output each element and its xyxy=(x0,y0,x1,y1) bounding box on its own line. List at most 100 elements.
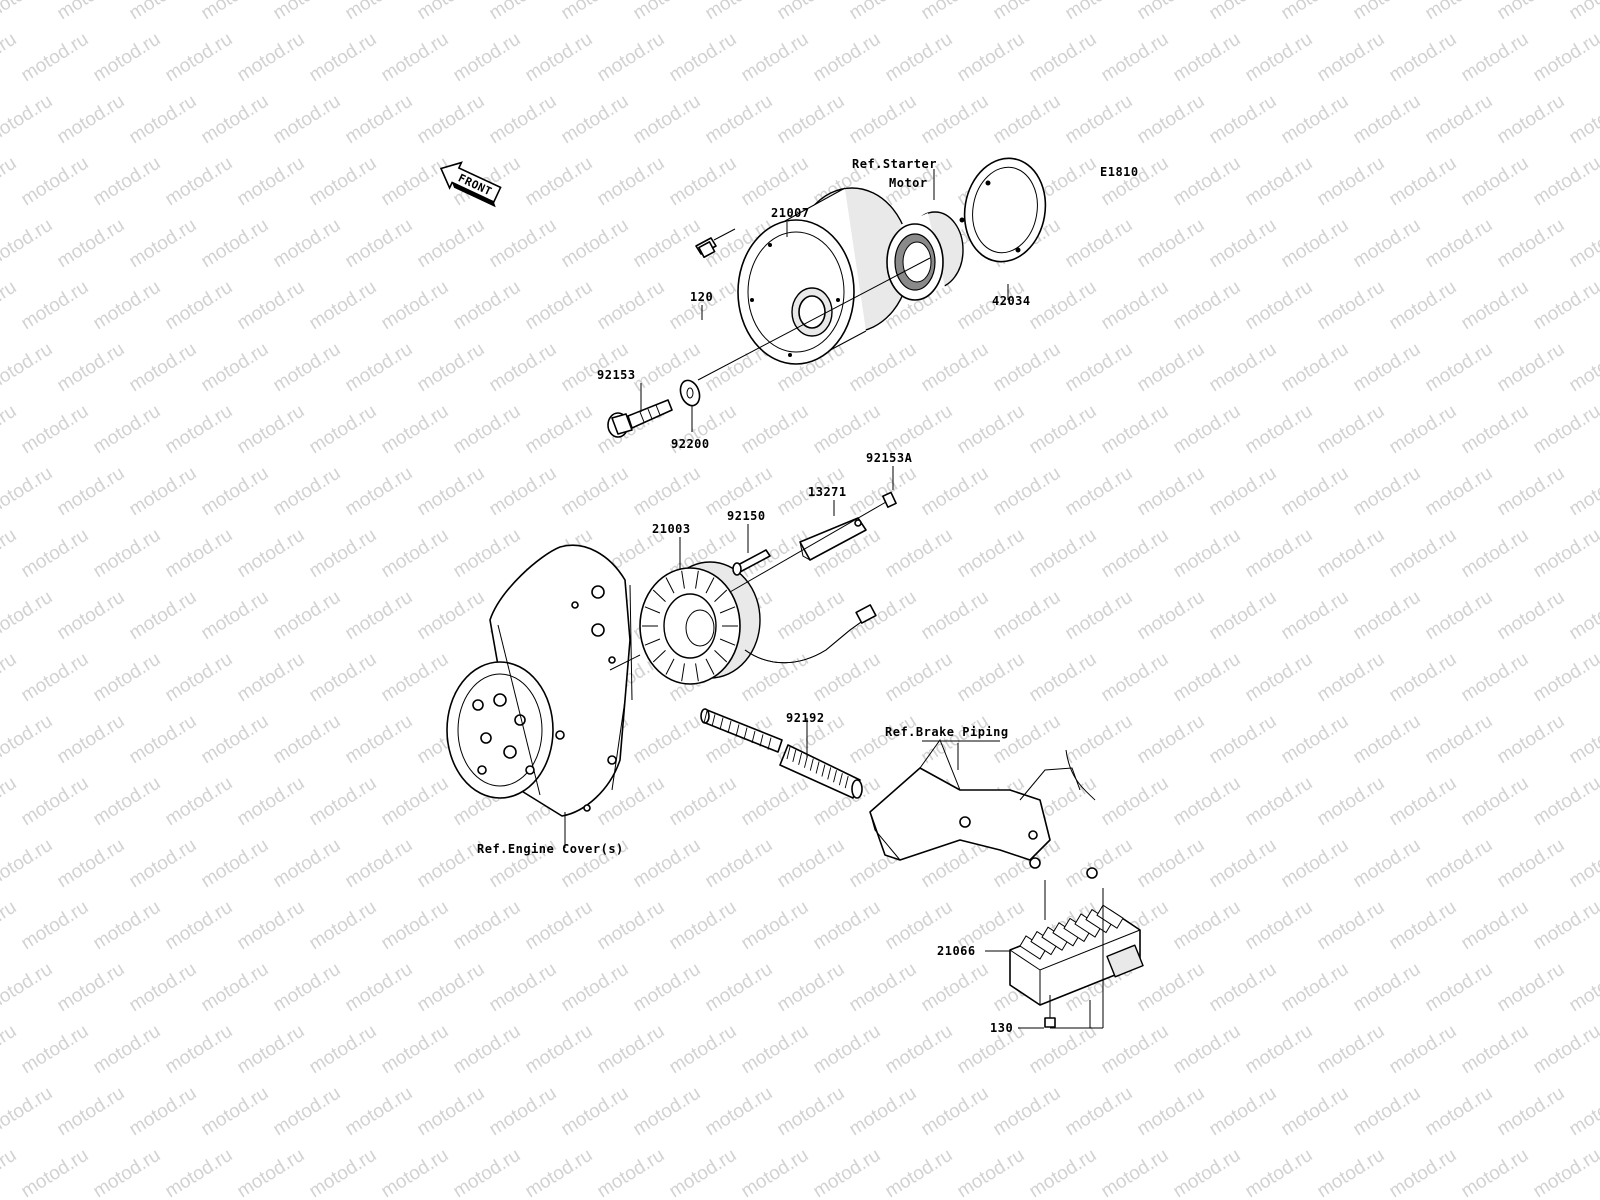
grommet-rib xyxy=(809,758,814,771)
watermark-text: motod.ru xyxy=(810,649,885,707)
watermark-text: motod.ru xyxy=(1422,587,1497,645)
watermark-text: motod.ru xyxy=(90,649,165,707)
watermark-text: motod.ru xyxy=(954,649,1029,707)
stator-tooth xyxy=(681,663,685,682)
watermark-text: motod.ru xyxy=(1314,1021,1389,1079)
leader-lines xyxy=(640,169,1044,1029)
watermark-text: motod.ru xyxy=(882,1021,957,1079)
watermark-text: motod.ru xyxy=(522,1021,597,1079)
watermark-text: motod.ru xyxy=(846,959,921,1017)
watermark-text: motod.ru xyxy=(450,29,525,87)
watermark-text: motod.ru xyxy=(90,525,165,583)
watermark-text: motod.ru xyxy=(1242,525,1317,583)
watermark-text: motod.ru xyxy=(558,91,633,149)
stator-tooth xyxy=(695,663,699,682)
watermark-text: motod.ru xyxy=(342,0,417,24)
watermark-text: motod.ru xyxy=(1098,1145,1173,1200)
watermark-text: motod.ru xyxy=(990,0,1065,24)
watermark-text: motod.ru xyxy=(522,401,597,459)
watermark-text: motod.ru xyxy=(1170,401,1245,459)
watermark-text: motod.ru xyxy=(0,0,56,24)
watermark-text: motod.ru xyxy=(954,1145,1029,1200)
watermark-text: motod.ru xyxy=(1314,277,1389,335)
watermark-text: motod.ru xyxy=(1386,277,1461,335)
watermark-text: motod.ru xyxy=(630,1083,705,1141)
watermark-text: motod.ru xyxy=(882,29,957,87)
watermark-text: motod.ru xyxy=(1314,153,1389,211)
watermark-text: motod.ru xyxy=(1458,897,1533,955)
watermark-text: motod.ru xyxy=(414,587,489,645)
watermark-text: motod.ru xyxy=(1098,401,1173,459)
watermark-text: motod.ru xyxy=(126,0,201,24)
watermark-text: motod.ru xyxy=(342,463,417,521)
watermark-text: motod.ru xyxy=(54,463,129,521)
watermark-text: motod.ru xyxy=(918,0,993,24)
watermark-text: motod.ru xyxy=(126,215,201,273)
watermark-text: motod.ru xyxy=(162,401,237,459)
watermark-text: motod.ru xyxy=(1494,835,1569,893)
grommet-rib xyxy=(821,764,826,777)
watermark-text: motod.ru xyxy=(90,897,165,955)
watermark-text: motod.ru xyxy=(918,91,993,149)
watermark-text: motod.ru xyxy=(990,711,1065,769)
label-92150: 92150 xyxy=(727,509,766,523)
watermark-text: motod.ru xyxy=(738,1021,813,1079)
watermark-text: motod.ru xyxy=(1386,525,1461,583)
watermark-text: motod.ru xyxy=(846,91,921,149)
watermark-text: motod.ru xyxy=(1350,711,1425,769)
watermark-text: motod.ru xyxy=(738,401,813,459)
watermark-text: motod.ru xyxy=(378,649,453,707)
watermark-text: motod.ru xyxy=(846,711,921,769)
watermark-text: motod.ru xyxy=(1458,277,1533,335)
watermark-text: motod.ru xyxy=(1206,463,1281,521)
watermark-text: motod.ru xyxy=(774,1083,849,1141)
grommet-rib xyxy=(792,749,797,763)
watermark-text: motod.ru xyxy=(810,1145,885,1200)
watermark-text: motod.ru xyxy=(378,153,453,211)
watermark-text: motod.ru xyxy=(162,897,237,955)
watermark-text: motod.ru xyxy=(198,587,273,645)
watermark-text: motod.ru xyxy=(558,1083,633,1141)
watermark-text: motod.ru xyxy=(774,91,849,149)
watermark-text: motod.ru xyxy=(1314,773,1389,831)
watermark-text: motod.ru xyxy=(1134,835,1209,893)
watermark-text: motod.ru xyxy=(1314,29,1389,87)
watermark-text: motod.ru xyxy=(1062,463,1137,521)
watermark-text: motod.ru xyxy=(1278,0,1353,24)
watermark-text: motod.ru xyxy=(126,91,201,149)
grommet-92192-part xyxy=(700,708,863,799)
watermark-text: motod.ru xyxy=(1242,649,1317,707)
watermark-text: motod.ru xyxy=(90,277,165,335)
watermark-text: motod.ru xyxy=(306,153,381,211)
stator-tooth xyxy=(644,606,661,614)
watermark-text: motod.ru xyxy=(1206,339,1281,397)
bolt-120-part xyxy=(695,228,736,259)
stator-tooth xyxy=(652,650,666,663)
label-92200: 92200 xyxy=(671,437,710,451)
watermark-text: motod.ru xyxy=(198,463,273,521)
watermark-text: motod.ru xyxy=(1422,339,1497,397)
watermark-text: motod.ru xyxy=(198,91,273,149)
watermark-text: motod.ru xyxy=(1458,525,1533,583)
watermark-text: motod.ru xyxy=(1494,91,1569,149)
watermark-text: motod.ru xyxy=(594,1145,669,1200)
watermark-text: motod.ru xyxy=(1062,1083,1137,1141)
watermark-text: motod.ru xyxy=(990,1083,1065,1141)
watermark-text: motod.ru xyxy=(1530,401,1600,459)
watermark-text: motod.ru xyxy=(558,0,633,24)
starter-gear-part xyxy=(959,157,1047,263)
watermark-text: motod.ru xyxy=(0,277,20,335)
starter-clutch-part xyxy=(886,211,964,301)
watermark-text: motod.ru xyxy=(162,525,237,583)
watermark-text: motod.ru xyxy=(1350,215,1425,273)
watermark-text: motod.ru xyxy=(1242,277,1317,335)
watermark-text: motod.ru xyxy=(1530,897,1600,955)
stator-part xyxy=(639,561,761,685)
grommet-rib xyxy=(844,775,849,789)
watermark-text: motod.ru xyxy=(1242,153,1317,211)
ref-starter-motor-line1: Ref.Starter xyxy=(852,157,937,171)
watermark-text: motod.ru xyxy=(810,401,885,459)
watermark-text: motod.ru xyxy=(378,773,453,831)
